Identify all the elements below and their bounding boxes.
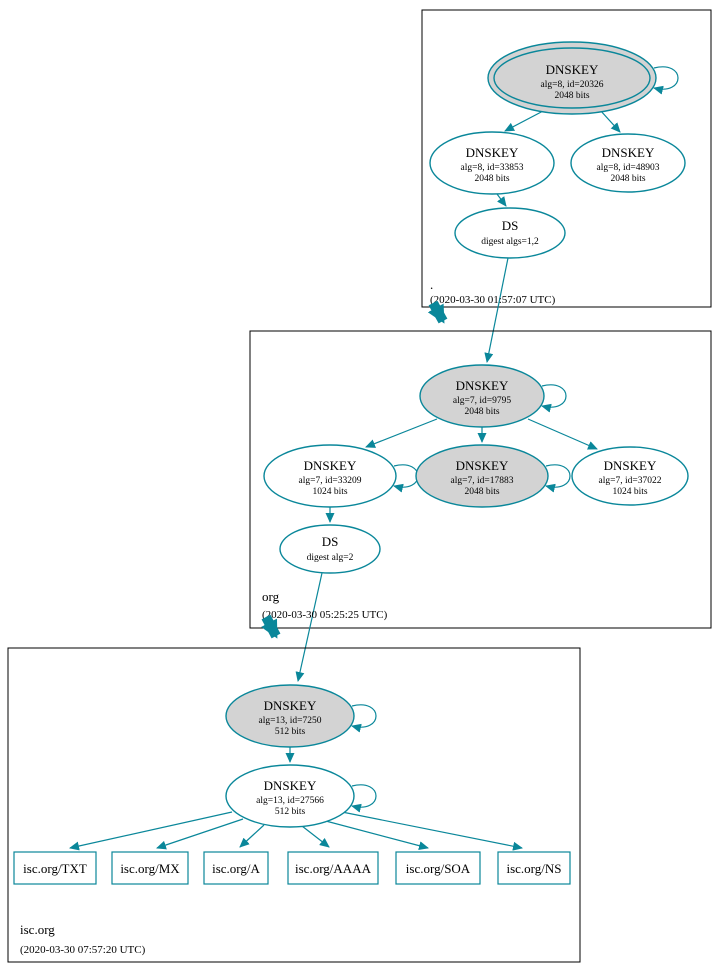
- rrset-isc-org-txt[interactable]: [13, 851, 97, 885]
- dnskey-17883-node[interactable]: [415, 444, 549, 508]
- edge-27566-to-mx: [156, 818, 244, 850]
- edge-27566-to-aaaa: [301, 825, 330, 848]
- dnskey-33853-title: DNSKEY: [466, 145, 519, 160]
- zone-timestamp-isc: (2020-03-30 07:57:20 UTC): [20, 944, 146, 956]
- dnskey-48903-bits: 2048 bits: [610, 174, 645, 184]
- dnskey-9795-detail: alg=7, id=9795: [453, 396, 511, 406]
- root-ds-detail: digest algs=1,2: [481, 237, 539, 247]
- rrset-isc-org-mx[interactable]: [111, 851, 189, 885]
- org-ds-node[interactable]: [279, 524, 381, 574]
- dnskey-37022-bits: 1024 bits: [612, 487, 647, 497]
- edge-root-ds-to-9795: [484, 257, 509, 363]
- edge-9795-to-37022: [527, 418, 598, 450]
- dnskey-27566-detail: alg=13, id=27566: [256, 796, 324, 806]
- dnskey-48903-title: DNSKEY: [602, 145, 655, 160]
- selfloop-dnskey-27566: [351, 784, 377, 813]
- zone-delegation-arrow-org-isc: [261, 614, 281, 639]
- dnskey-48903-node[interactable]: [570, 133, 686, 193]
- dnskey-37022-detail: alg=7, id=37022: [599, 476, 662, 486]
- rrset-isc-org-soa[interactable]: [395, 851, 481, 885]
- dnskey-7250-node[interactable]: [225, 684, 355, 748]
- edge-org-ds-to-7250: [295, 572, 323, 682]
- dnskey-27566-node[interactable]: [225, 764, 355, 828]
- org-ds-detail: digest alg=2: [307, 553, 354, 563]
- edge-27566-to-a: [239, 824, 265, 848]
- dnskey-33853-detail: alg=8, id=33853: [461, 163, 524, 173]
- dnskey-7250-detail: alg=13, id=7250: [259, 716, 322, 726]
- rrset-isc-org-a-label: isc.org/A: [212, 861, 260, 876]
- edge-27566-to-txt: [69, 811, 233, 851]
- dnskey-33853-bits: 2048 bits: [474, 174, 509, 184]
- dnskey-17883-detail: alg=7, id=17883: [451, 476, 514, 486]
- root-ds-title: DS: [502, 218, 519, 233]
- edge-20326-to-33853: [504, 109, 546, 132]
- dnskey-7250-title: DNSKEY: [264, 698, 317, 713]
- dnskey-7250-bits: 512 bits: [275, 727, 306, 737]
- rrset-isc-org-a[interactable]: [203, 851, 269, 885]
- rrset-isc-org-soa-label: isc.org/SOA: [406, 861, 471, 876]
- dnskey-20326-bits: 2048 bits: [554, 91, 589, 101]
- zone-label-root: .: [430, 277, 433, 292]
- dnskey-20326-title: DNSKEY: [546, 62, 599, 77]
- zone-delegation-arrow-root-org: [427, 300, 448, 324]
- selfloop-dnskey-7250: [351, 704, 377, 733]
- dnskey-48903-detail: alg=8, id=48903: [597, 163, 660, 173]
- zone-box-org: [249, 330, 712, 629]
- dnskey-9795-bits: 2048 bits: [464, 407, 499, 417]
- zone-timestamp-org: (2020-03-30 05:25:25 UTC): [262, 609, 388, 621]
- dnskey-33853-node[interactable]: [429, 131, 555, 195]
- edge-33853-to-root-ds: [496, 193, 507, 207]
- dnskey-27566-bits: 512 bits: [275, 807, 306, 817]
- dnskey-17883-title: DNSKEY: [456, 458, 509, 473]
- zone-box-root: [421, 9, 712, 308]
- rrset-isc-org-aaaa[interactable]: [287, 851, 379, 885]
- edge-9795-to-33209: [365, 418, 438, 448]
- zone-box-isc: [7, 647, 581, 963]
- root-ds-node[interactable]: [454, 207, 566, 259]
- dnskey-20326-detail: alg=8, id=20326: [541, 80, 604, 90]
- dnskey-20326-node[interactable]: [487, 41, 657, 115]
- edge-27566-to-ns: [341, 811, 523, 851]
- dnskey-17883-bits: 2048 bits: [464, 487, 499, 497]
- edge-20326-to-48903: [599, 109, 621, 133]
- dnskey-33209-bits: 1024 bits: [312, 487, 347, 497]
- zone-label-isc: isc.org: [20, 922, 55, 937]
- zone-label-org: org: [262, 589, 280, 604]
- selfloop-dnskey-33209: [393, 464, 419, 493]
- dnskey-33209-title: DNSKEY: [304, 458, 357, 473]
- dnskey-37022-title: DNSKEY: [604, 458, 657, 473]
- rrset-isc-org-ns[interactable]: [497, 851, 571, 885]
- rrset-isc-org-ns-label: isc.org/NS: [506, 861, 561, 876]
- selfloop-dnskey-20326: [653, 66, 679, 95]
- dnskey-9795-node[interactable]: [419, 364, 545, 428]
- dnskey-20326-inner-ring: [493, 47, 651, 109]
- dnskey-9795-title: DNSKEY: [456, 378, 509, 393]
- dnskey-33209-node[interactable]: [263, 444, 397, 508]
- edge-27566-to-soa: [321, 819, 429, 851]
- dnskey-27566-title: DNSKEY: [264, 778, 317, 793]
- selfloop-dnskey-9795: [541, 384, 567, 413]
- rrset-isc-org-txt-label: isc.org/TXT: [23, 861, 87, 876]
- selfloop-dnskey-17883: [545, 464, 571, 493]
- dnskey-33209-detail: alg=7, id=33209: [299, 476, 362, 486]
- rrset-isc-org-aaaa-label: isc.org/AAAA: [295, 861, 372, 876]
- dnskey-37022-node[interactable]: [571, 446, 689, 506]
- zone-timestamp-root: (2020-03-30 01:57:07 UTC): [430, 294, 556, 306]
- rrset-isc-org-mx-label: isc.org/MX: [120, 861, 180, 876]
- org-ds-title: DS: [322, 534, 339, 549]
